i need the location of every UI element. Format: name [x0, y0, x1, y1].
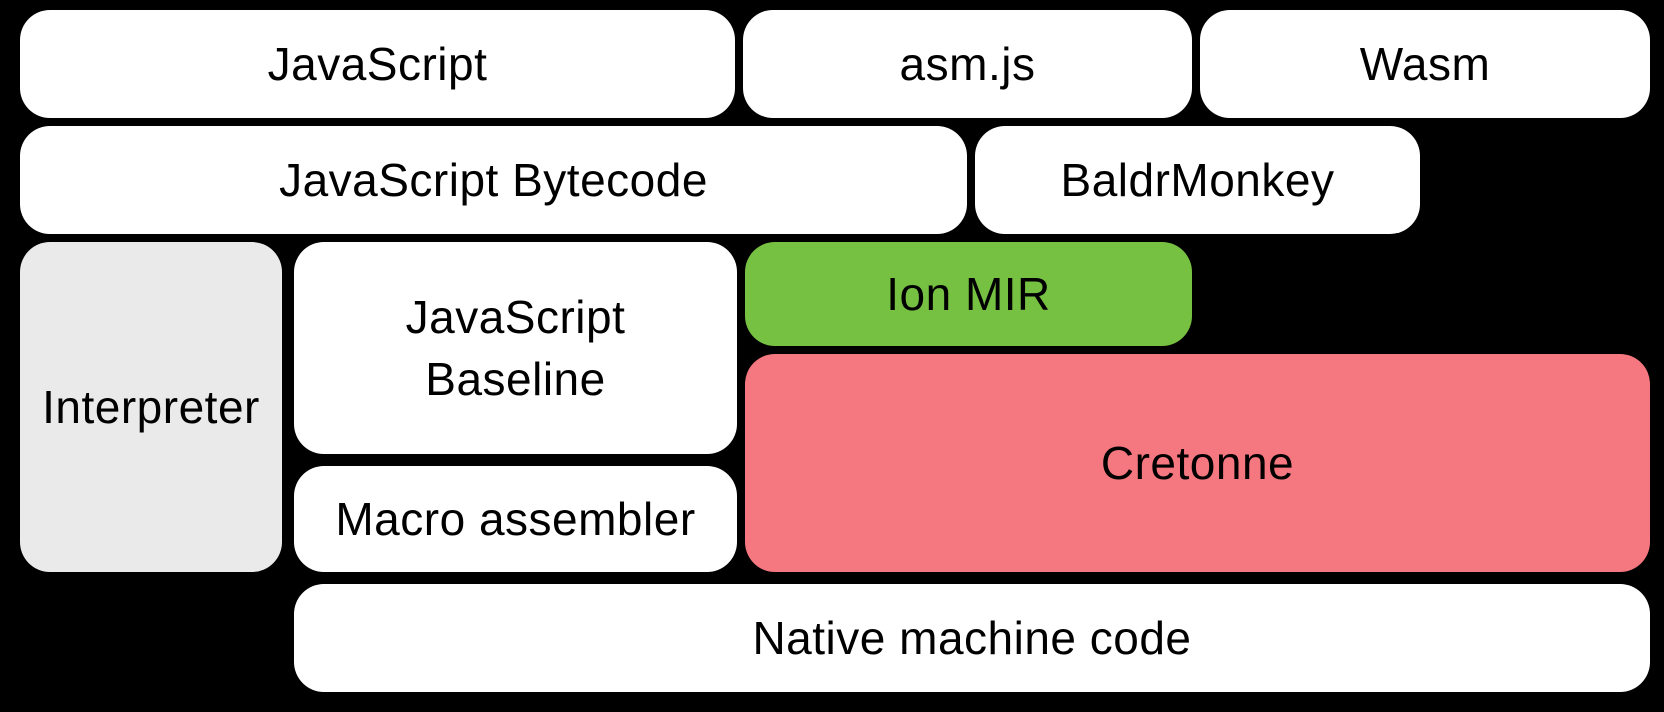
box-javascript-baseline-label: JavaScript Baseline — [406, 286, 626, 410]
box-javascript-bytecode-label: JavaScript Bytecode — [279, 153, 708, 206]
box-ion-mir-label: Ion MIR — [886, 267, 1051, 320]
box-cretonne-label: Cretonne — [1100, 436, 1295, 489]
box-ion-mir: Ion MIR — [745, 242, 1192, 346]
box-wasm: Wasm — [1200, 10, 1650, 118]
box-javascript-bytecode: JavaScript Bytecode — [20, 126, 967, 234]
box-native-machine-code-label: Native machine code — [752, 611, 1192, 664]
box-macro-assembler-label: Macro assembler — [335, 492, 696, 545]
box-asmjs: asm.js — [743, 10, 1192, 118]
box-asmjs-label: asm.js — [899, 37, 1036, 90]
baseline-line-1: JavaScript — [405, 290, 626, 343]
box-interpreter-label: Interpreter — [42, 380, 260, 433]
box-native-machine-code: Native machine code — [294, 584, 1650, 692]
baseline-line-2: Baseline — [425, 353, 606, 405]
box-baldrmonkey: BaldrMonkey — [975, 126, 1420, 234]
box-javascript: JavaScript — [20, 10, 735, 118]
box-javascript-label: JavaScript — [267, 37, 488, 90]
box-cretonne: Cretonne — [745, 354, 1650, 572]
box-javascript-baseline: JavaScript Baseline — [294, 242, 737, 454]
box-interpreter: Interpreter — [20, 242, 282, 572]
box-baldrmonkey-label: BaldrMonkey — [1060, 153, 1335, 206]
box-wasm-label: Wasm — [1359, 37, 1491, 90]
box-macro-assembler: Macro assembler — [294, 466, 737, 572]
